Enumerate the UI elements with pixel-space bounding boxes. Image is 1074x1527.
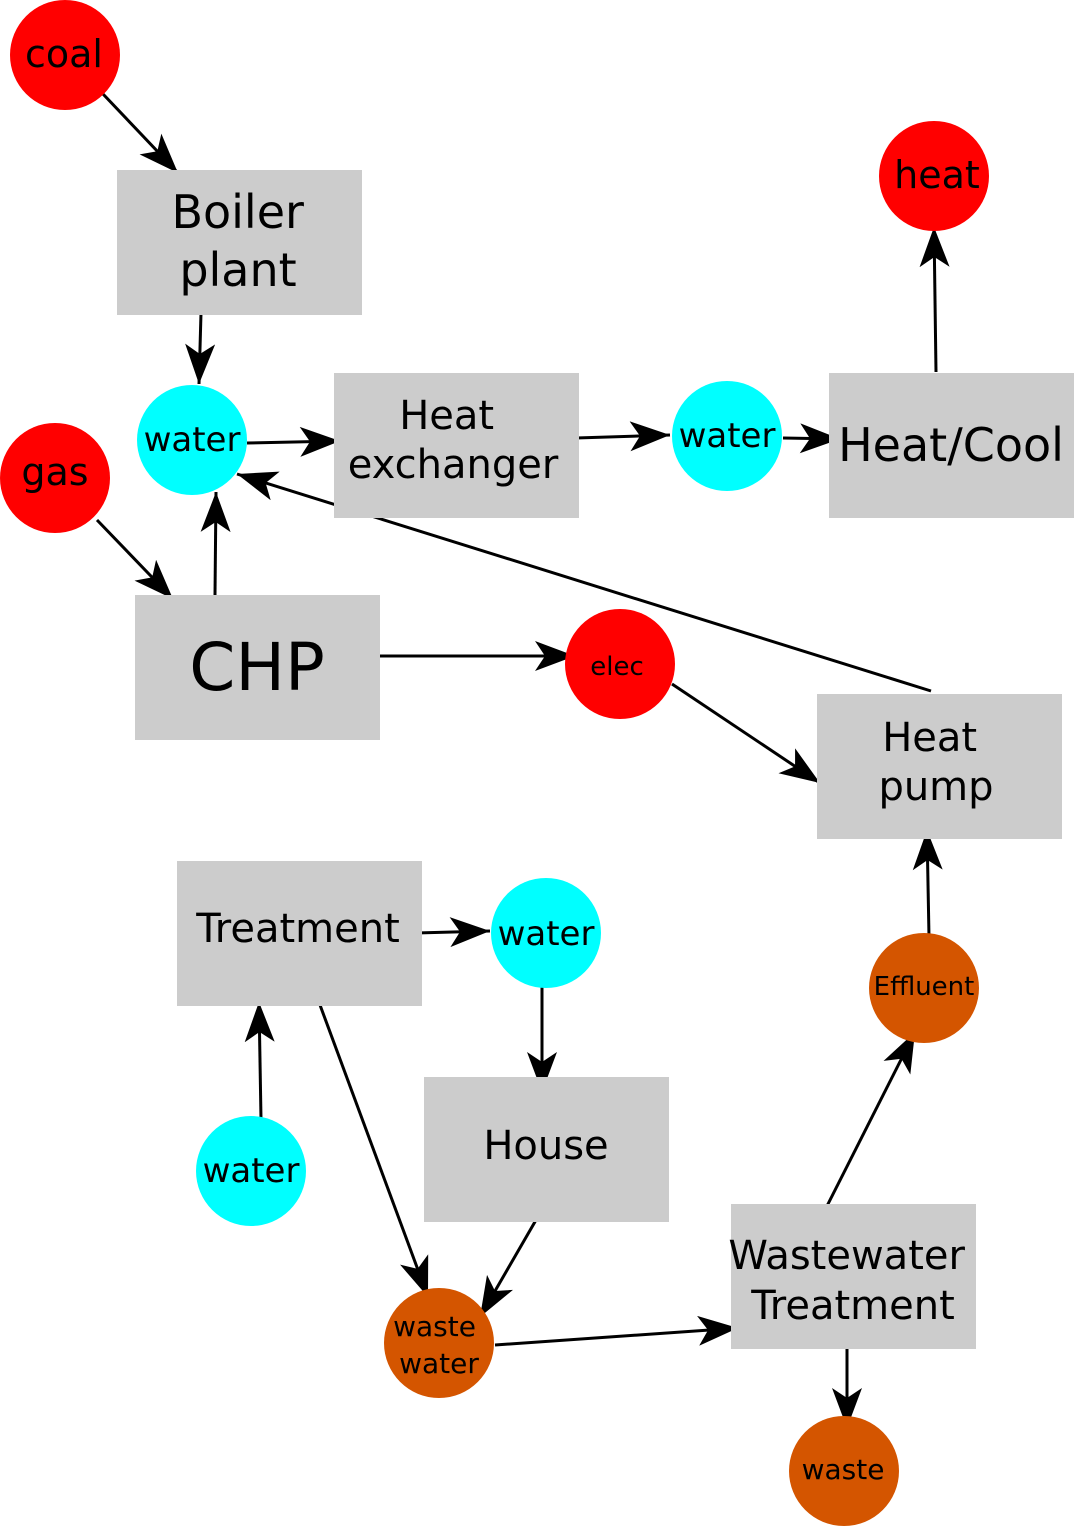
arrow-wastewater-treatment-to-effluent bbox=[825, 1031, 917, 1207]
elec-node: elec bbox=[565, 609, 675, 719]
treatment-box: Treatment bbox=[177, 861, 422, 1006]
house-label: House bbox=[483, 1123, 608, 1169]
svg-text:Heat pump: Heat pump bbox=[878, 715, 993, 810]
chp-label: CHP bbox=[189, 629, 325, 706]
svg-text:House: House bbox=[483, 1123, 608, 1169]
water-treated-label: water bbox=[498, 914, 595, 954]
arrow-house-to-waste-water bbox=[478, 1219, 538, 1318]
water-hx-out-node: water bbox=[672, 381, 782, 491]
water-hx-out-label: water bbox=[679, 416, 776, 456]
elec-label: elec bbox=[590, 652, 644, 682]
effluent-label: Effluent bbox=[874, 972, 975, 1002]
coal-label: coal bbox=[25, 32, 103, 76]
boiler-plant-box: Boiler plant bbox=[117, 170, 362, 315]
svg-text:Boiler plant: Boiler plant bbox=[171, 185, 318, 297]
resource-nodes: coal heat gas water water elec water wa bbox=[0, 0, 989, 1526]
waste-water-label-line2: water bbox=[399, 1347, 479, 1380]
arrow-heat-exchanger-to-water bbox=[575, 421, 671, 452]
svg-text:Heat/Cool: Heat/Cool bbox=[838, 418, 1064, 472]
svg-text:water: water bbox=[498, 914, 595, 954]
arrow-effluent-to-heat-pump bbox=[912, 829, 943, 938]
effluent-node: Effluent bbox=[869, 933, 979, 1043]
wastewater-treatment-box: Wastewater Treatment bbox=[728, 1204, 977, 1349]
arrow-waste-water-to-wastewater-treatment bbox=[494, 1315, 739, 1347]
arrow-gas-to-chp bbox=[95, 518, 175, 601]
svg-text:waste water: waste water bbox=[393, 1310, 485, 1380]
arrow-water-to-heat-exchanger bbox=[246, 426, 341, 457]
wastewater-treatment-label-line2: Treatment bbox=[750, 1283, 955, 1329]
svg-text:gas: gas bbox=[21, 450, 88, 494]
chp-box: CHP bbox=[135, 595, 380, 740]
wastewater-treatment-label-line1: Wastewater bbox=[728, 1233, 965, 1279]
svg-text:Effluent: Effluent bbox=[874, 972, 975, 1002]
svg-text:waste: waste bbox=[802, 1453, 885, 1486]
treatment-label: Treatment bbox=[195, 906, 400, 952]
water-treated-node: water bbox=[491, 878, 601, 988]
heat-exchanger-label-line1: Heat bbox=[399, 393, 494, 439]
arrow-treatment-to-waste-water bbox=[318, 1004, 430, 1298]
svg-text:Treatment: Treatment bbox=[195, 906, 400, 952]
waste-water-label-line1: waste bbox=[393, 1310, 476, 1343]
house-box: House bbox=[424, 1077, 669, 1222]
heat-label: heat bbox=[894, 153, 980, 197]
svg-text:Heat exchanger: Heat exchanger bbox=[348, 393, 559, 488]
arrow-boiler-plant-to-water bbox=[185, 312, 216, 385]
heat-pump-label-line2: pump bbox=[878, 764, 993, 810]
svg-text:elec: elec bbox=[590, 652, 644, 682]
water-source-node: water bbox=[196, 1116, 306, 1226]
boiler-plant-label-line2: plant bbox=[179, 243, 296, 297]
arrow-treatment-to-water bbox=[415, 917, 491, 948]
arrow-chp-to-water bbox=[200, 491, 231, 596]
coal-node: coal bbox=[10, 0, 120, 110]
svg-text:coal: coal bbox=[25, 32, 103, 76]
heat-exchanger-box: Heat exchanger bbox=[334, 373, 579, 518]
heat-cool-box: Heat/Cool bbox=[829, 373, 1074, 518]
heat-pump-label-line1: Heat bbox=[882, 715, 977, 761]
gas-label: gas bbox=[21, 450, 88, 494]
heat-pump-box: Heat pump bbox=[817, 694, 1062, 839]
waste-label: waste bbox=[802, 1453, 885, 1486]
water-source-label: water bbox=[203, 1151, 300, 1191]
arrow-elec-to-heat-pump bbox=[671, 682, 821, 785]
svg-text:heat: heat bbox=[894, 153, 980, 197]
svg-text:Wastewater Treatment: Wastewater Treatment bbox=[728, 1233, 977, 1329]
boiler-plant-label-line1: Boiler bbox=[171, 185, 304, 239]
heat-node: heat bbox=[879, 121, 989, 231]
svg-text:water: water bbox=[679, 416, 776, 456]
waste-water-node: waste water bbox=[384, 1288, 494, 1398]
svg-text:CHP: CHP bbox=[189, 629, 325, 706]
svg-text:water: water bbox=[203, 1151, 300, 1191]
gas-node: gas bbox=[0, 423, 110, 533]
arrow-water-to-treatment bbox=[244, 1001, 275, 1120]
waste-node: waste bbox=[789, 1416, 899, 1526]
heat-cool-label: Heat/Cool bbox=[838, 418, 1064, 472]
water-hub-node: water bbox=[137, 385, 247, 495]
water-hub-label: water bbox=[144, 420, 241, 460]
svg-text:water: water bbox=[144, 420, 241, 460]
heat-exchanger-label-line2: exchanger bbox=[348, 442, 559, 488]
arrow-heat-cool-to-heat bbox=[919, 226, 950, 373]
process-nodes: Boiler plant Heat exchanger Heat/Cool CH… bbox=[117, 170, 1074, 1349]
arrow-coal-to-boiler-plant bbox=[101, 92, 180, 175]
